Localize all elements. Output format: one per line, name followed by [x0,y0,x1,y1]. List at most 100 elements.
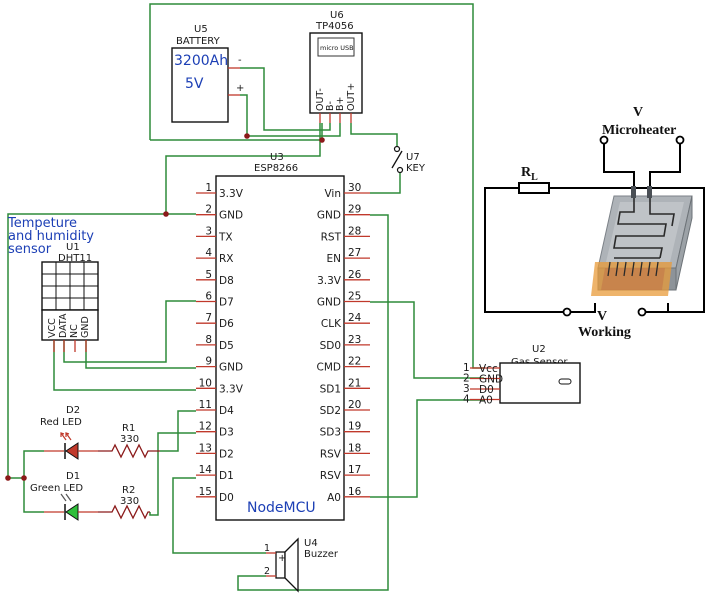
buzzer-name: Buzzer [304,549,339,560]
r1-ref: R1 [122,423,135,434]
mcu-left-pin-num: 3 [205,225,212,237]
dht-title-line-3: sensor [8,242,52,257]
r2-value: 330 [120,496,139,507]
mcu-left-pin-num: 1 [205,182,212,194]
dht-ref: U1 [66,242,80,253]
r1-value: 330 [120,434,139,445]
mcu-right-pin-num: 28 [348,225,361,237]
mcu-left-pin-num: 4 [205,247,212,259]
dht-pin-vcc: VCC [47,318,58,338]
battery-plus: + [236,83,244,94]
rl-sub: L [531,172,538,183]
mcu-left-pin-num: 14 [199,464,213,476]
mcu-right-pin-num: 20 [348,399,361,411]
mcu-left-pin-num: 7 [205,312,212,324]
mems-chip-illustration [591,186,693,296]
mcu-right-pin-name: RSV [320,448,342,460]
mcu-right-pin-name: A0 [327,492,341,504]
mcu-ref: U3 [270,152,284,163]
mcu-left-pin-name: GND [219,362,243,374]
mcu-right-pin-num: 18 [348,442,361,454]
mcu-right-pin-name: GND [317,210,341,222]
mcu-left-pin-name: D2 [219,448,234,460]
gas-ref: U2 [532,344,546,355]
gas-pin-name: D0 [479,384,494,396]
mcu-left-pin-num: 6 [205,291,212,303]
gas-pin-name: A0 [479,395,493,407]
mcu-name: ESP8266 [254,163,298,174]
working-label: Working [578,325,631,340]
buzzer-plus: + [278,553,286,564]
gas-pin-num: 1 [463,362,470,374]
dht-pin-data: DATA [58,313,69,338]
mcu-right-pin-name: RSV [320,470,342,482]
dht-pin-gnd: GND [80,316,91,338]
mcu-right-pin-num: 29 [348,204,361,216]
mcu-left-pin-num: 2 [205,204,212,216]
mcu-right-pin-name: SD3 [320,427,341,439]
mcu-left-pin-name: 3.3V [219,383,244,395]
mcu-left-pin-num: 10 [199,377,212,389]
gas-pin-num: 3 [463,383,470,395]
mcu-left-pin-num: 9 [205,356,212,368]
mcu-left-pin-name: RX [219,253,234,265]
gas-pin-name: Vcc [479,363,498,375]
mcu-right-pin-num: 21 [348,377,361,389]
green-led-rays [60,493,72,502]
junction-dots [5,133,325,481]
dht-pin-header [41,309,99,341]
red-led-rays [60,432,72,441]
green-led-d1: D1 Green LED [30,471,98,521]
gas-pin-num: 2 [463,373,470,385]
mcu-right-pin-name: 3.3V [317,275,342,287]
charger-pin-out-plus: OUT+ [346,83,357,111]
mcu-right-pin-num: 25 [348,291,361,303]
mcu-right-pin-name: Vin [324,188,341,200]
charger-ref: U6 [330,10,344,21]
dht-title-line-1: Tempeture [7,216,77,231]
load-resistor [518,182,550,194]
key-switch-u7: U7 KEY [391,145,426,174]
v-working-label: V [597,309,607,324]
mcu-right-pin-name: CMD [317,362,341,374]
mcu-left-pin-name: D6 [219,318,234,330]
mcu-right-pin-name: SD2 [320,405,341,417]
green-led-name: Green LED [30,483,83,494]
charger-pin-out-minus: OUT- [315,88,326,111]
mcu-right-pin-name: GND [317,297,341,309]
resistor-r2: R2 330 [98,485,150,520]
gas-pin-name: GND [479,374,503,386]
mcu-right-pin-num: 16 [348,486,362,498]
charger-port: micro USB [320,44,354,52]
mcu-right-pins: 30Vin29GND28RST27EN263.3V25GND24CLK23SD0… [317,182,370,504]
battery-body [171,47,229,123]
mcu-right-pin-name: SD1 [320,383,341,395]
mcu-body [215,175,345,521]
mcu-right-pin-name: CLK [321,318,342,330]
battery-minus: - [238,55,242,66]
mcu-right-pin-num: 19 [348,421,361,433]
mcu-left-pin-num: 15 [199,486,212,498]
mcu-right-pin-name: SD0 [320,340,341,352]
mcu-board: NodeMCU [247,500,316,516]
charger-pin-b-minus: B- [325,101,336,111]
gas-pin-num: 4 [463,394,470,406]
mcu-left-pin-name: D8 [219,275,234,287]
mcu-right-pin-num: 22 [348,356,361,368]
mcu-left-pin-name: D0 [219,492,234,504]
mcu-right-pin-num: 30 [348,182,361,194]
battery-u5: U5 BATTERY 3200Ah 5V - + [171,24,244,123]
battery-ref: U5 [194,24,208,35]
dht11-u1: Tempeture and humidity sensor U1 DHT11 V… [7,216,99,352]
microheater-label: Microheater [602,123,676,138]
mcu-right-pin-num: 24 [348,312,362,324]
red-led-ref: D2 [66,405,80,416]
mcu-left-pin-name: D7 [219,297,234,309]
mcu-left-pin-num: 8 [205,334,212,346]
green-led-ref: D1 [66,471,80,482]
gas-pins: 1 Vcc 2 GND 3 D0 4 A0 [463,362,503,407]
